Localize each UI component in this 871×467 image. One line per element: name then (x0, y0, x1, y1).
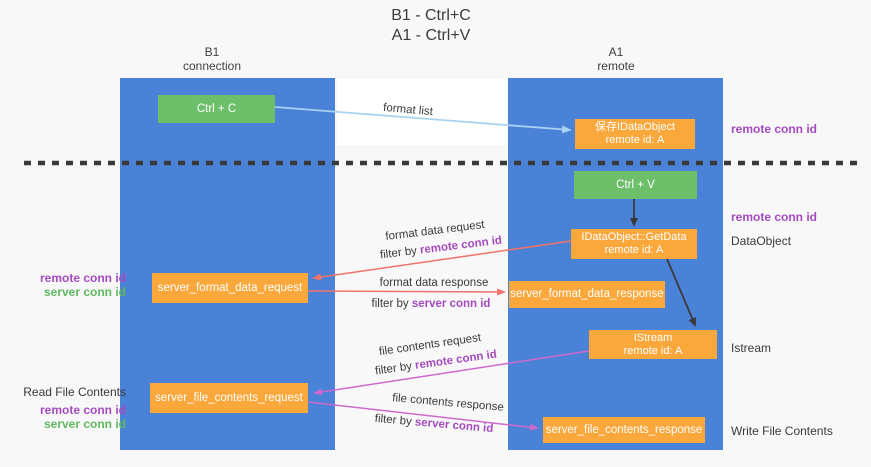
lifeline-header-b1: B1 connection (152, 45, 272, 73)
getdata-line2: remote id: A (604, 244, 664, 256)
annotation-remote-conn-id-top: remote conn id (731, 122, 818, 136)
lifeline-a1-subtitle: remote (597, 59, 635, 73)
node-ctrl-v: Ctrl + V (574, 171, 697, 199)
node-ctrl-c: Ctrl + C (158, 95, 275, 123)
istream-line2: remote id: A (623, 344, 683, 357)
annotation-read-file-contents: Read File Contents (23, 385, 126, 399)
annotation-write-file-contents: Write File Contents (731, 424, 833, 438)
server-format-data-request-label: server_format_data_request (157, 281, 303, 294)
annotation-remote-conn-id-format: remote conn id (39, 271, 126, 285)
node-server-file-contents-response: server_file_contents_response (543, 417, 705, 443)
file-contents-response-arrow (307, 401, 539, 431)
annotation-dataobject: DataObject (731, 234, 792, 248)
ctrl-c-label: Ctrl + C (196, 102, 237, 115)
diagram-title: B1 - Ctrl+C A1 - Ctrl+V (0, 6, 862, 46)
lifeline-b1-name: B1 (204, 45, 220, 59)
node-server-file-contents-request: server_file_contents_request (150, 383, 308, 413)
node-server-format-data-response: server_format_data_response (509, 281, 665, 308)
server-file-contents-request-label: server_file_contents_request (155, 391, 303, 404)
annotation-server-conn-id-format: server conn id (43, 285, 126, 299)
annotation-server-conn-id-file: server conn id (43, 417, 126, 431)
ctrl-v-label: Ctrl + V (616, 178, 655, 191)
edge-label-format-data-response: format data response (379, 277, 489, 289)
lifeline-b1-subtitle: connection (182, 59, 242, 73)
istream-line1: IStream (633, 331, 673, 344)
format-list-label-background (337, 79, 507, 145)
server-file-contents-response-label: server_file_contents_response (545, 423, 703, 436)
lifeline-header-a1: A1 remote (556, 45, 676, 73)
annotation-remote-conn-id-mid: remote conn id (731, 210, 818, 224)
server-format-data-response-label: server_format_data_response (510, 288, 664, 300)
filter-by-text: filter by (371, 298, 412, 310)
lifeline-a1-name: A1 (608, 45, 624, 59)
server-conn-id-highlight: server conn id (411, 298, 491, 310)
title-line-2: A1 - Ctrl+V (391, 27, 471, 44)
format-list-arrow (274, 106, 572, 134)
save-dataobject-line1: 保存IDataObject (594, 121, 676, 133)
node-idataobject-getdata: IDataObject::GetData remote id: A (571, 229, 697, 259)
getdata-to-istream-arrow (666, 258, 696, 327)
node-server-format-data-request: server_format_data_request (152, 273, 308, 303)
edge-label-filter-format-response: filter by server conn id (372, 298, 491, 310)
format-data-request-arrow (312, 240, 572, 281)
node-save-dataobject: 保存IDataObject remote id: A (575, 119, 695, 149)
node-istream: IStream remote id: A (589, 330, 717, 359)
title-line-1: B1 - Ctrl+C (391, 7, 471, 24)
annotation-istream: Istream (731, 341, 772, 355)
getdata-line1: IDataObject::GetData (581, 231, 687, 243)
save-dataobject-line2: remote id: A (605, 134, 665, 146)
format-data-response-arrow (307, 288, 506, 296)
file-contents-request-arrow (313, 350, 590, 396)
annotation-remote-conn-id-file: remote conn id (39, 403, 126, 417)
